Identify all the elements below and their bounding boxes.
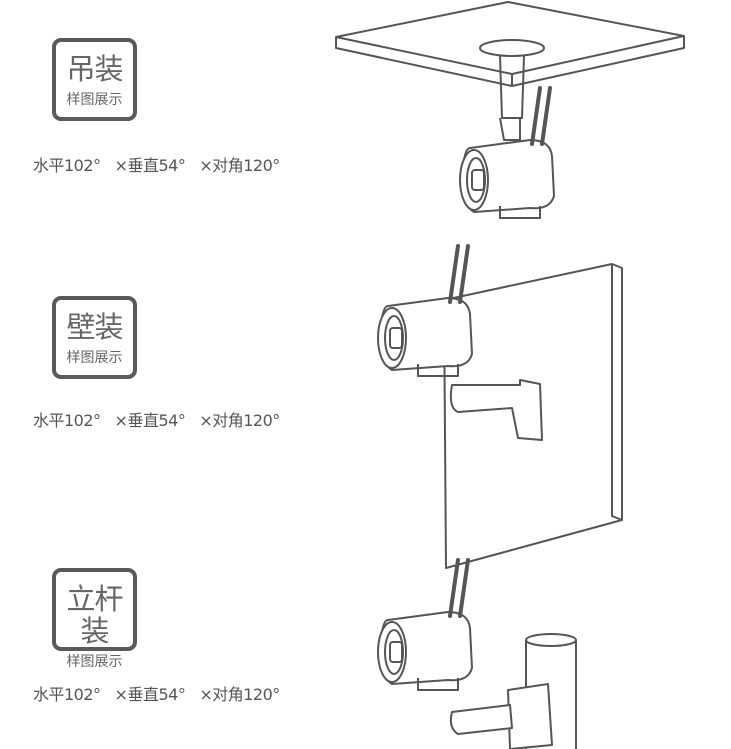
fov-spec: 水平102° ×垂直54° ×对角120° (33, 152, 294, 176)
badge-subtitle: 样图展示 (66, 92, 123, 108)
badge-title: 立杆装 (66, 582, 123, 648)
badge-subtitle: 样图展示 (66, 350, 123, 366)
fov-horizontal: 水平102° (33, 156, 101, 175)
wall-mount-badge: 壁装 样图展示 (52, 296, 137, 379)
badge-subtitle: 样图展示 (66, 654, 123, 670)
pole-mount-badge: 立杆装 样图展示 (52, 568, 137, 670)
fov-horizontal: 水平102° (33, 411, 101, 430)
fov-spec: 水平102° ×垂直54° ×对角120° (33, 681, 294, 705)
fov-vertical: ×垂直54° (114, 411, 186, 430)
fov-diagonal: ×对角120° (199, 685, 280, 704)
wall-mount-illustration (376, 244, 623, 569)
ceiling-mount-badge: 吊装 样图展示 (52, 38, 137, 121)
fov-vertical: ×垂直54° (114, 685, 186, 704)
fov-spec: 水平102° ×垂直54° ×对角120° (33, 407, 294, 431)
badge-title: 吊装 (66, 52, 123, 86)
fov-diagonal: ×对角120° (199, 156, 280, 175)
fov-vertical: ×垂直54° (114, 156, 186, 175)
badge-title: 壁装 (66, 310, 123, 344)
ceiling-mount-illustration (335, 1, 685, 220)
pole-mount-illustration (376, 558, 577, 749)
fov-horizontal: 水平102° (33, 685, 101, 704)
fov-diagonal: ×对角120° (199, 411, 280, 430)
